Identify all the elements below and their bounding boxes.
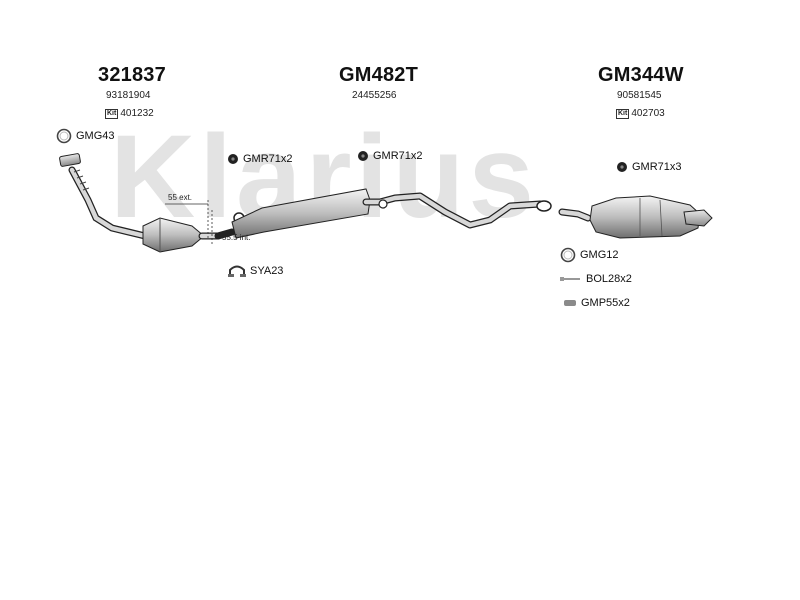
tailpipe xyxy=(683,209,713,227)
part-code-gm482t: GM482T xyxy=(339,64,419,86)
part-label: BOL28x2 xyxy=(586,273,632,285)
mid-inlet-outline xyxy=(214,228,236,240)
gasket-ring-icon xyxy=(56,128,72,144)
rubber-mount-icon xyxy=(617,162,627,172)
dim-label-int: 55.5 int. xyxy=(222,233,251,242)
rear-inlet-fill xyxy=(559,209,591,221)
oe-number-1: 93181904 xyxy=(106,90,151,101)
middle-silencer-section xyxy=(214,188,552,240)
kit-value: 401232 xyxy=(120,108,154,119)
pipe-hanger xyxy=(378,199,388,209)
rear-pipe-fill xyxy=(363,193,543,228)
rubber-mount-icon xyxy=(358,151,368,161)
spring-icon xyxy=(564,300,576,306)
part-gmr71-mid: GMR71x2 xyxy=(357,150,423,162)
silencer-seams xyxy=(639,198,663,237)
part-code-gm344w: GM344W xyxy=(598,64,684,86)
kit-number-3: Kit 402703 xyxy=(616,108,665,119)
part-gmr71-left: GMR71x2 xyxy=(227,153,293,165)
part-gmr71-right: GMR71x3 xyxy=(616,161,682,173)
oe-number-3: 90581545 xyxy=(617,90,662,101)
dimension-markers xyxy=(165,200,213,245)
part-label: SYA23 xyxy=(250,265,284,277)
part-gmg43: GMG43 xyxy=(56,128,115,144)
part-gmg12: GMG12 xyxy=(560,247,619,263)
part-label: GMP55x2 xyxy=(581,297,630,309)
rear-silencer xyxy=(558,195,713,239)
middle-silencer xyxy=(231,188,371,239)
part-label: GMR71x3 xyxy=(632,161,682,173)
clamp-icon xyxy=(228,265,246,277)
part-gmp55: GMP55x2 xyxy=(563,297,630,309)
part-bol28: BOL28x2 xyxy=(560,273,632,285)
rear-silencer-body xyxy=(589,195,701,239)
part-label: GMR71x2 xyxy=(373,150,423,162)
front-pipe-with-catalyst xyxy=(59,153,222,253)
part-sya23: SYA23 xyxy=(228,264,283,278)
front-pipe-fill xyxy=(69,167,148,239)
catalytic-converter xyxy=(142,217,205,253)
gasket-ring-icon xyxy=(560,247,576,263)
part-code-321837: 321837 xyxy=(98,64,166,86)
flex-section xyxy=(73,169,90,191)
bolt-icon xyxy=(560,277,580,281)
kit-badge: Kit xyxy=(616,108,630,119)
oe-number-2: 24455256 xyxy=(352,90,397,101)
pipe-end-ring xyxy=(536,200,552,212)
front-flange xyxy=(59,153,81,167)
part-label: GMG12 xyxy=(580,249,619,261)
kit-number-1: Kit 401232 xyxy=(105,108,154,119)
part-label: GMR71x2 xyxy=(243,153,293,165)
dim-label-ext: 55 ext. xyxy=(168,193,193,202)
part-label: GMG43 xyxy=(76,130,115,142)
kit-value: 402703 xyxy=(631,108,665,119)
kit-badge: Kit xyxy=(105,108,119,119)
rubber-mount-icon xyxy=(228,154,238,164)
